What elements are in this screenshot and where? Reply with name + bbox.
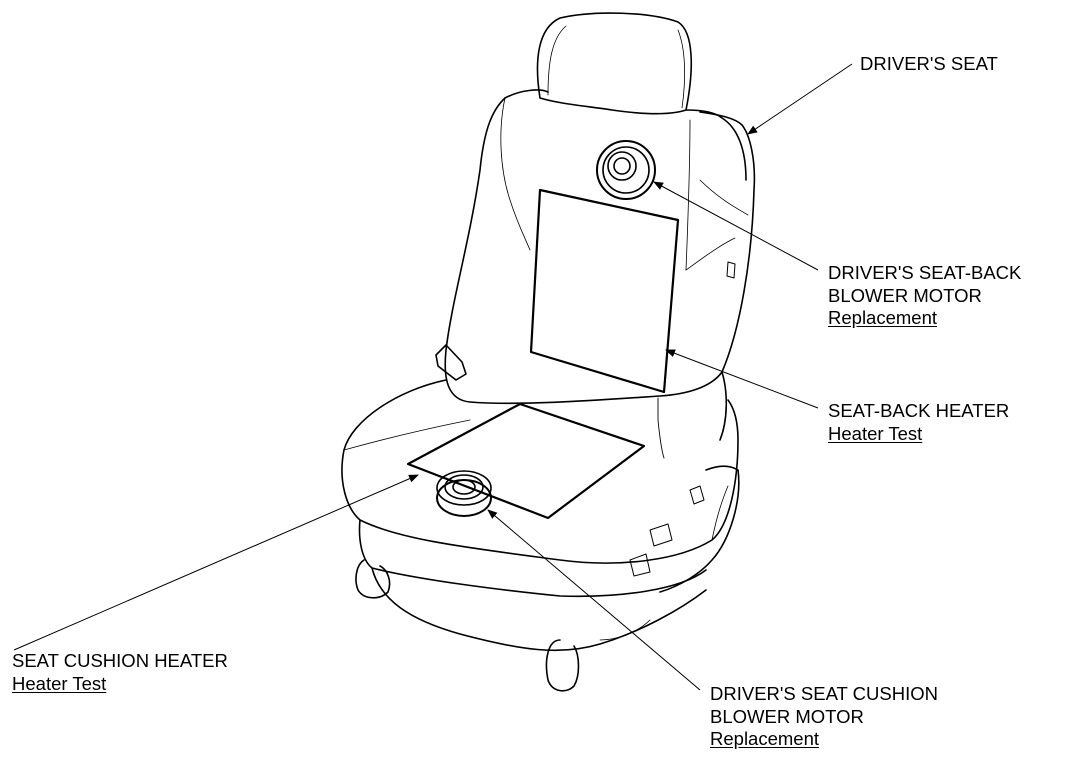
leader-cushion-heater — [13, 474, 419, 651]
seat-back-heater-pad — [529, 188, 680, 394]
callout-cushion-blower-motor: DRIVER'S SEAT CUSHION BLOWER MOTOR Repla… — [710, 683, 938, 751]
seat-back-blower-motor — [596, 140, 656, 200]
seatback-blower-label-2: BLOWER MOTOR — [828, 284, 982, 306]
seat-cushion-heater-pad — [406, 402, 646, 520]
cushion-heater-label: SEAT CUSHION HEATER — [12, 650, 228, 671]
seatback-heater-label: SEAT-BACK HEATER — [828, 400, 1010, 421]
seat-adjust-panel — [659, 465, 740, 593]
leader-seatback-blower — [653, 181, 819, 271]
cushion-blower-replacement-link[interactable]: Replacement — [710, 728, 820, 749]
leader-cushion-blower — [487, 509, 701, 691]
seatback-blower-replacement-link[interactable]: Replacement — [828, 307, 938, 328]
callout-seatback-blower-motor: DRIVER'S SEAT-BACK BLOWER MOTOR Replacem… — [828, 262, 1021, 330]
callout-cushion-heater: SEAT CUSHION HEATER Heater Test — [12, 650, 228, 695]
seatback-blower-label-1: DRIVER'S SEAT-BACK — [828, 262, 1022, 283]
seat-base — [371, 567, 707, 652]
leader-drivers-seat — [747, 63, 853, 135]
recline-lever — [435, 344, 467, 381]
leader-seatback-heater — [665, 349, 819, 409]
cushion-blower-label-1: DRIVER'S SEAT CUSHION — [710, 683, 938, 704]
callout-seatback-heater: SEAT-BACK HEATER Heater Test — [828, 400, 1009, 445]
cushion-blower-label-2: BLOWER MOTOR — [710, 705, 864, 727]
cushion-heater-test-link[interactable]: Heater Test — [12, 672, 107, 694]
headrest — [536, 12, 693, 115]
callout-drivers-seat: DRIVER'S SEAT — [860, 53, 998, 76]
seat-back-outline — [444, 97, 756, 405]
drivers-seat-label: DRIVER'S SEAT — [860, 53, 998, 74]
seat-cushion-outline — [341, 379, 739, 564]
seatback-heater-test-link[interactable]: Heater Test — [828, 422, 923, 444]
seat-cushion-blower-motor — [436, 470, 492, 517]
